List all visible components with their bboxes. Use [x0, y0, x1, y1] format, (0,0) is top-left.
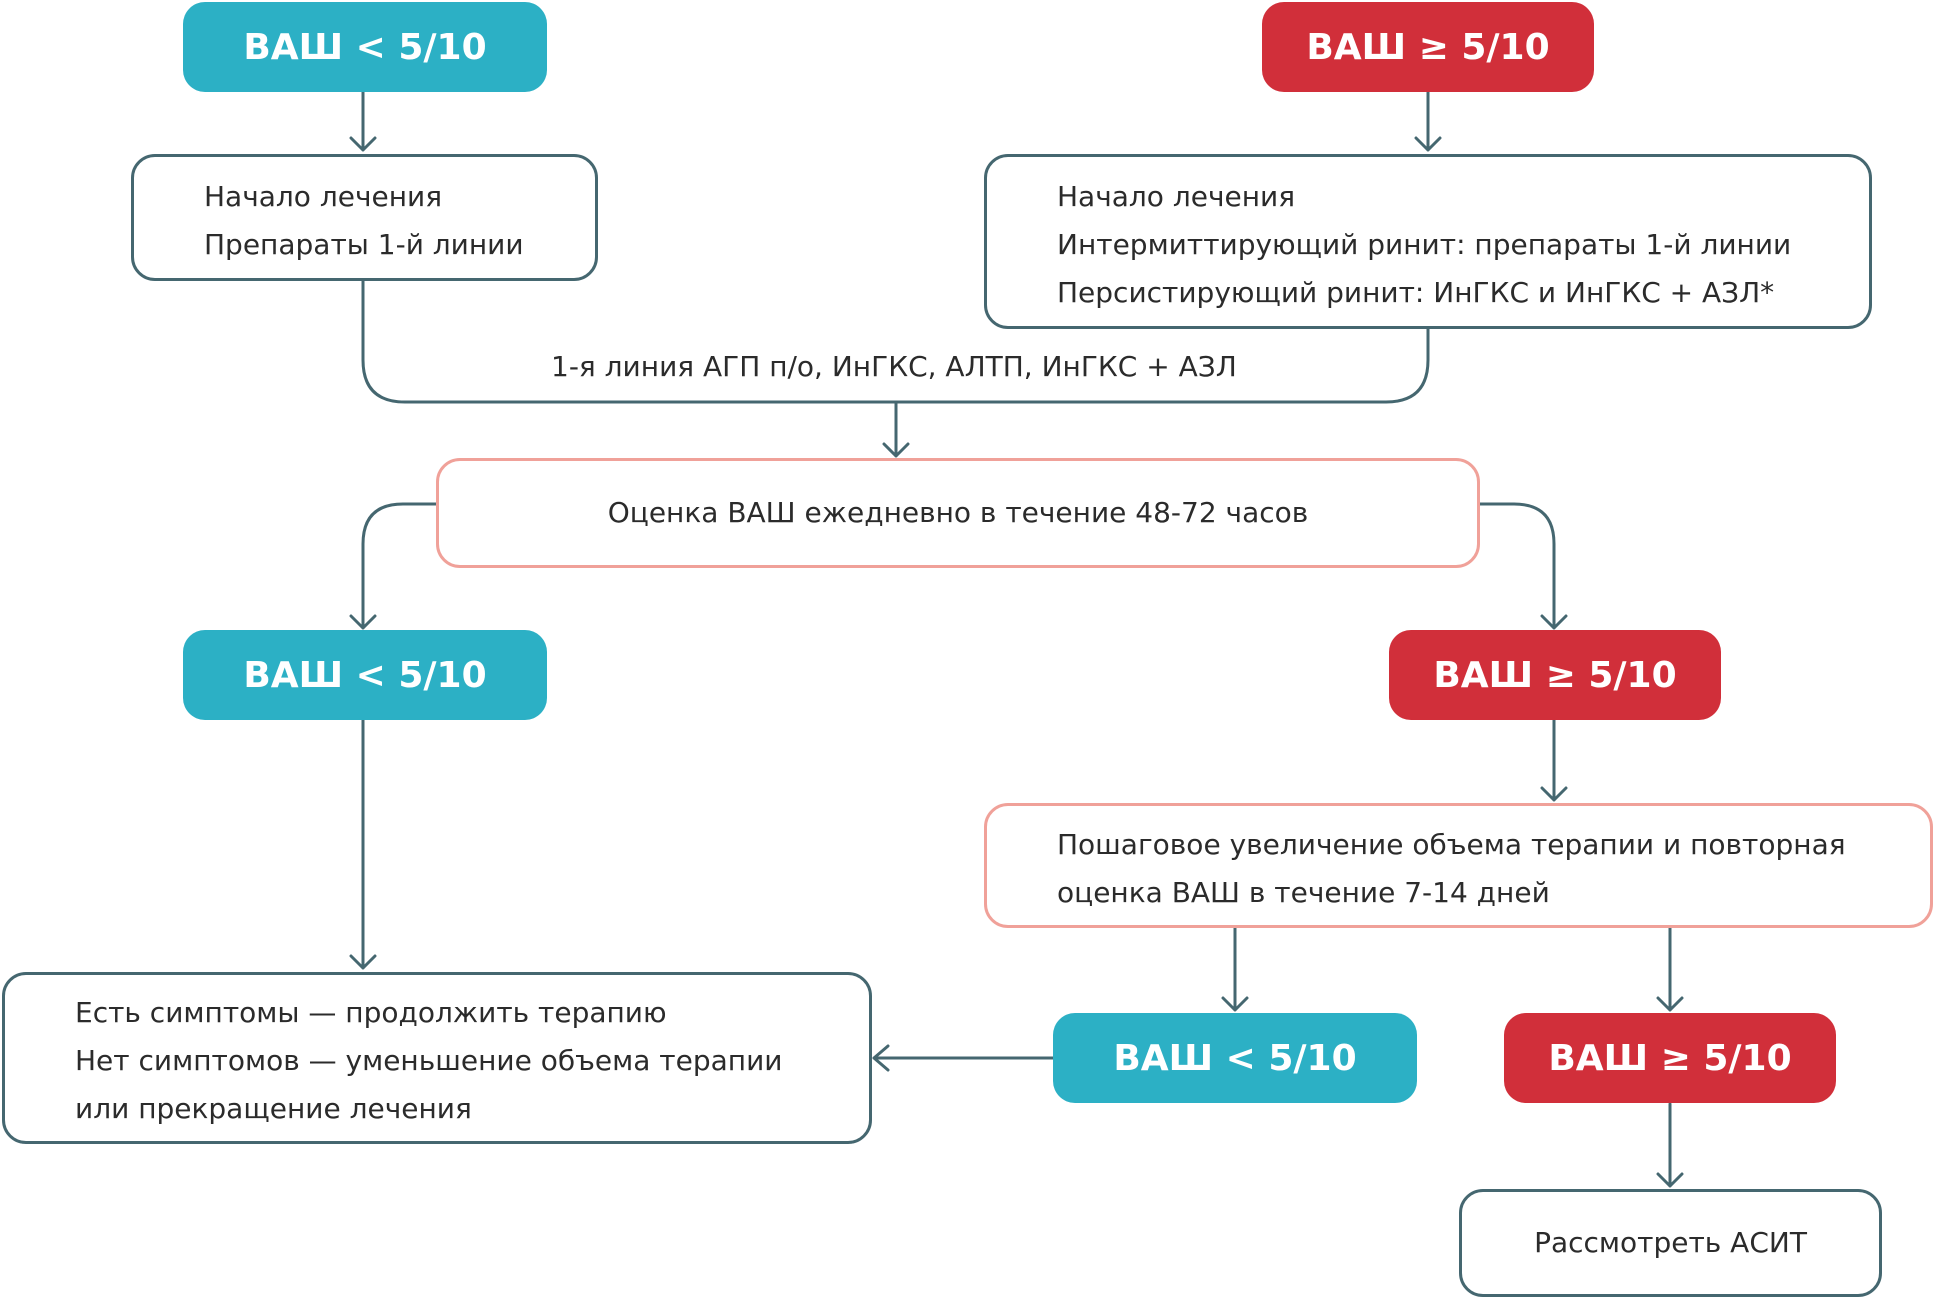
arrow-stepup-high	[1656, 926, 1684, 1012]
daily-assessment-box: Оценка ВАШ ежедневно в течение 48-72 час…	[436, 458, 1480, 568]
arrow-bottom-low-to-outcome	[872, 1044, 1055, 1072]
stepup-line-2: оценка ВАШ в течение 7-14 дней	[1057, 876, 1550, 909]
stepup-therapy-box: Пошаговое увеличение объема терапии и по…	[984, 803, 1933, 928]
bottom-high-score-label: ВАШ ≥ 5/10	[1548, 1037, 1792, 1079]
start-high-line-3: Персистирующий ринит: ИнГКС и ИнГКС + АЗ…	[1057, 276, 1775, 309]
arrow-stepup-low	[1221, 926, 1249, 1012]
start-high-line-2: Интермиттирующий ринит: препараты 1-й ли…	[1057, 228, 1792, 261]
arrow-low-to-outcome	[349, 718, 377, 970]
arrow-to-asit	[1656, 1102, 1684, 1188]
bottom-high-score-pill: ВАШ ≥ 5/10	[1504, 1013, 1836, 1103]
top-high-score-label: ВАШ ≥ 5/10	[1306, 26, 1550, 68]
bottom-low-score-pill: ВАШ < 5/10	[1053, 1013, 1417, 1103]
daily-assessment-text: Оценка ВАШ ежедневно в течение 48-72 час…	[607, 496, 1309, 529]
start-treatment-high-box: Начало лечения Интермиттирующий ринит: п…	[984, 154, 1872, 329]
arrow-assessment-high	[1478, 502, 1568, 630]
start-low-line-2: Препараты 1-й линии	[204, 228, 524, 261]
therapy-outcome-box: Есть симптомы — продолжить терапию Нет с…	[2, 972, 872, 1144]
middle-high-score-label: ВАШ ≥ 5/10	[1433, 654, 1677, 696]
consider-asit-box: Рассмотреть АСИТ	[1459, 1189, 1882, 1297]
top-low-score-label: ВАШ < 5/10	[243, 26, 487, 68]
arrow-assessment-low	[349, 502, 438, 630]
start-high-line-1: Начало лечения	[1057, 180, 1296, 213]
consider-asit-text: Рассмотреть АСИТ	[1534, 1226, 1807, 1259]
start-treatment-low-box: Начало лечения Препараты 1-й линии	[131, 154, 598, 281]
top-high-score-pill: ВАШ ≥ 5/10	[1262, 2, 1594, 92]
first-line-therapy-caption: 1-я линия АГП п/о, ИнГКС, АЛТП, ИнГКС + …	[551, 350, 1237, 383]
middle-low-score-label: ВАШ < 5/10	[243, 654, 487, 696]
outcome-line-3: или прекращение лечения	[75, 1092, 472, 1125]
start-low-line-1: Начало лечения	[204, 180, 443, 213]
arrow-top-high	[1414, 90, 1442, 152]
arrow-top-low	[349, 90, 377, 152]
middle-high-score-pill: ВАШ ≥ 5/10	[1389, 630, 1721, 720]
arrow-to-stepup	[1540, 718, 1568, 802]
outcome-line-2: Нет симптомов — уменьшение объема терапи…	[75, 1044, 783, 1077]
top-low-score-pill: ВАШ < 5/10	[183, 2, 547, 92]
bottom-low-score-label: ВАШ < 5/10	[1113, 1037, 1357, 1079]
middle-low-score-pill: ВАШ < 5/10	[183, 630, 547, 720]
outcome-line-1: Есть симптомы — продолжить терапию	[75, 996, 667, 1029]
arrow-to-assessment	[882, 400, 910, 458]
stepup-line-1: Пошаговое увеличение объема терапии и по…	[1057, 828, 1846, 861]
